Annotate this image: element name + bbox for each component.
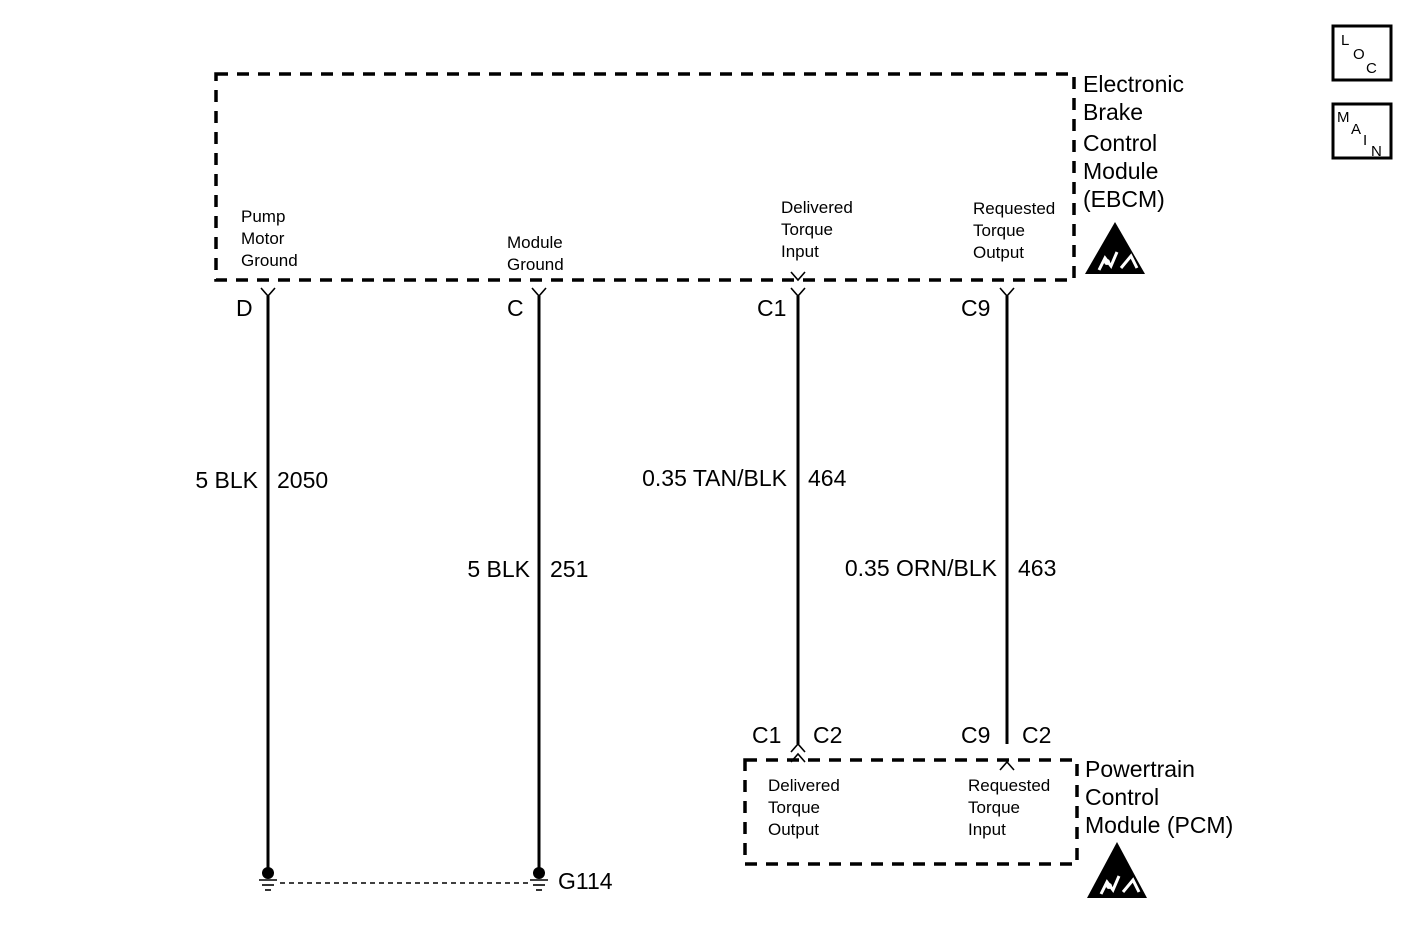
esd-sensitive-icon (1085, 222, 1145, 274)
pcm-pin-c1-label-line-3: Output (768, 820, 819, 839)
ebcm-title-line-4: Module (1083, 158, 1158, 184)
wire-463-size-color: 0.35 ORN/BLK (845, 555, 998, 581)
ebcm-title-line-1: Electronic (1083, 71, 1184, 97)
pcm-pin-c9-label-line-3: Input (968, 820, 1006, 839)
pcm-title-line-1: Powertrain (1085, 756, 1195, 782)
wire-2050-size-color: 5 BLK (195, 467, 258, 493)
pcm-connector-c2-left: C2 (813, 722, 842, 748)
ebcm-title-line-3: Control (1083, 130, 1157, 156)
pin-c-label-line-1: Module (507, 233, 563, 252)
ground-label: G114 (558, 868, 613, 894)
pcm-pin-c1: C1 (752, 722, 781, 748)
connector-chevron-pcm-c9 (999, 760, 1015, 771)
pin-c9-label-line-1: Requested (973, 199, 1055, 218)
pin-label-delivered-torque-input: Delivered Torque Input (781, 198, 853, 261)
pin-c9-label-line-2: Torque (973, 221, 1025, 240)
pin-label-pump-motor-ground: Pump Motor Ground (241, 207, 298, 270)
esd-sensitive-icon (1087, 842, 1147, 898)
pin-d-label-line-3: Ground (241, 251, 298, 270)
connector-chevron-c1 (790, 271, 806, 298)
ground-symbol-icon (530, 867, 548, 891)
wire-464-size-color: 0.35 TAN/BLK (642, 465, 788, 491)
connector-chevron-d (260, 287, 276, 298)
loc-button[interactable]: L O C (1331, 24, 1393, 82)
pin-id-c9: C9 (961, 295, 990, 321)
ebcm-title: Electronic Brake Control Module (EBCM) (1083, 71, 1184, 212)
pcm-title-line-3: Module (PCM) (1085, 812, 1233, 838)
pin-label-delivered-torque-output: Delivered Torque Output (768, 776, 840, 839)
pcm-pin-c9-label-line-2: Torque (968, 798, 1020, 817)
pcm-pin-c1-label-line-1: Delivered (768, 776, 840, 795)
ebcm-title-line-2: Brake (1083, 99, 1143, 125)
loc-letter-3: C (1366, 60, 1377, 77)
pin-id-d: D (236, 295, 253, 321)
wire-2050-circuit: 2050 (277, 467, 328, 493)
main-button[interactable]: M A I N (1331, 102, 1393, 160)
pin-id-c: C (507, 295, 524, 321)
ground-symbol-icon (259, 867, 277, 891)
pin-id-c1: C1 (757, 295, 786, 321)
main-letter-2: A (1351, 121, 1361, 138)
loc-letter-1: L (1341, 32, 1349, 49)
pin-d-label-line-1: Pump (241, 207, 285, 226)
ebcm-module-box (214, 72, 1076, 282)
pcm-pin-c9-label-line-1: Requested (968, 776, 1050, 795)
pcm-title-line-2: Control (1085, 784, 1159, 810)
ebcm-title-line-5: (EBCM) (1083, 186, 1165, 212)
pin-d-label-line-2: Motor (241, 229, 285, 248)
wire-464-circuit: 464 (808, 465, 847, 491)
pcm-connector-c2-right: C2 (1022, 722, 1051, 748)
loc-letter-2: O (1353, 46, 1365, 63)
pin-label-module-ground: Module Ground (507, 233, 564, 274)
connector-chevron-c9 (999, 287, 1015, 298)
pin-label-requested-torque-output: Requested Torque Output (973, 199, 1055, 262)
pcm-pin-c1-label-line-2: Torque (768, 798, 820, 817)
pin-c1-label-line-3: Input (781, 242, 819, 261)
wire-463-circuit: 463 (1018, 555, 1056, 581)
pcm-module-box (743, 758, 1079, 866)
connector-chevron-c (531, 287, 547, 298)
main-letter-4: N (1371, 143, 1382, 160)
pin-c-label-line-2: Ground (507, 255, 564, 274)
main-letter-1: M (1337, 109, 1350, 126)
pin-c1-label-line-1: Delivered (781, 198, 853, 217)
pin-label-requested-torque-input: Requested Torque Input (968, 776, 1050, 839)
pcm-pin-c9: C9 (961, 722, 990, 748)
main-letter-3: I (1363, 132, 1367, 149)
pin-c1-label-line-2: Torque (781, 220, 833, 239)
wire-251-circuit: 251 (550, 556, 588, 582)
pcm-title: Powertrain Control Module (PCM) (1085, 756, 1233, 838)
wire-251-size-color: 5 BLK (467, 556, 530, 582)
pin-c9-label-line-3: Output (973, 243, 1024, 262)
